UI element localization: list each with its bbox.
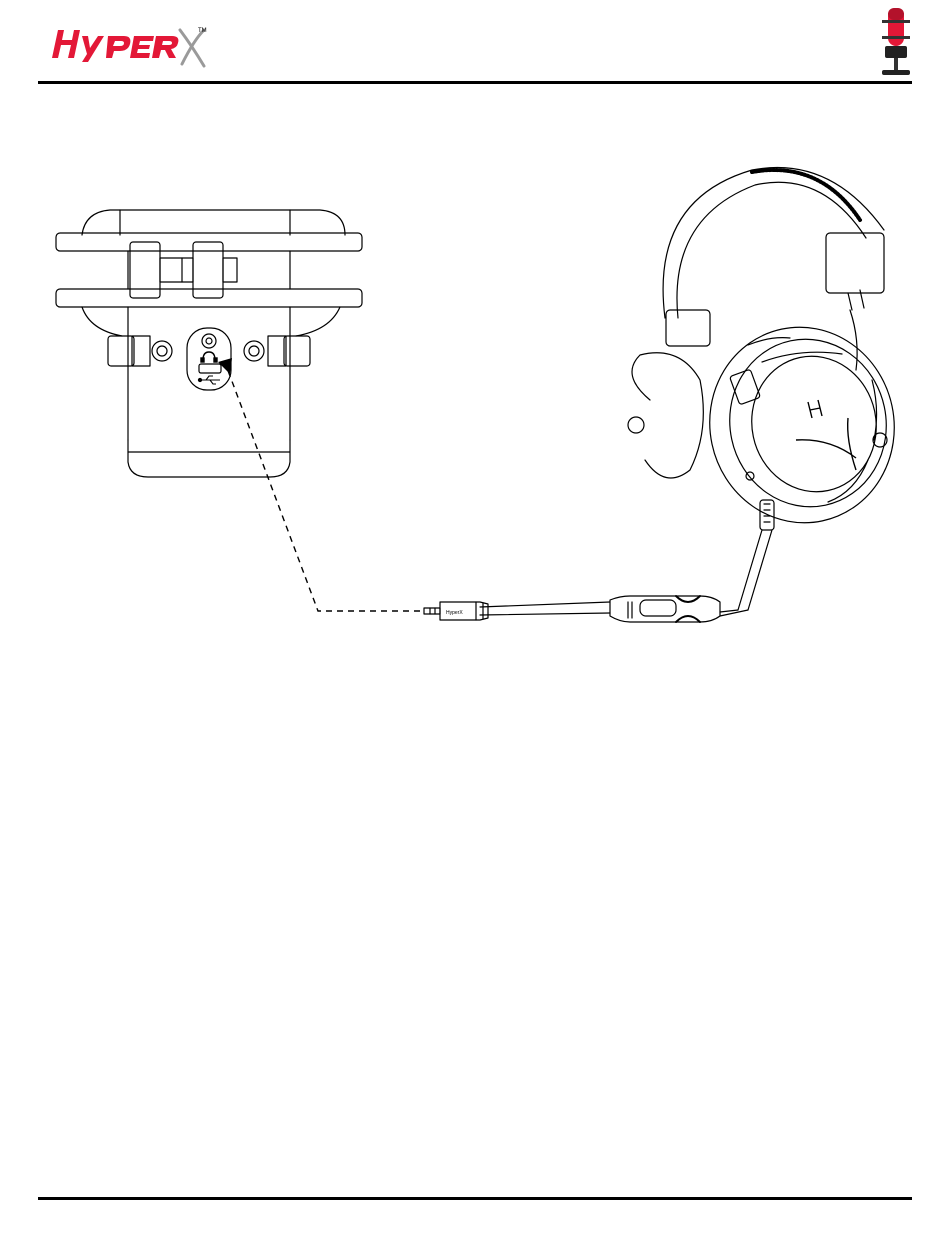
plug-wordmark: HyperX <box>446 610 463 616</box>
microphone-thumbnail <box>872 6 920 80</box>
footer-rule <box>38 1197 912 1200</box>
headset-illustration <box>628 168 912 617</box>
header-rule <box>38 81 912 84</box>
headphone-icon <box>201 352 217 362</box>
connection-path <box>218 358 420 611</box>
page-header: TM <box>0 0 950 90</box>
trademark-label: TM <box>198 28 207 34</box>
usb-icon <box>198 376 220 384</box>
hyperx-logo: TM <box>52 18 212 70</box>
arrow-icon <box>218 358 232 374</box>
headset-cable <box>424 596 720 622</box>
headphone-connection-diagram: HyperX <box>0 140 950 660</box>
hyperx-cup-logo <box>796 400 856 470</box>
microphone-rear-view <box>56 210 362 477</box>
